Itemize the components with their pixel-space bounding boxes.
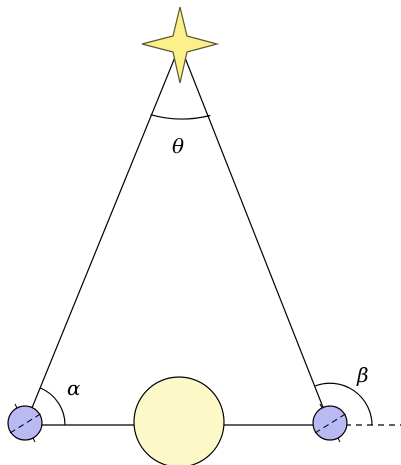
right-sight-line — [179, 44, 331, 426]
planet-left — [7, 403, 43, 443]
theta-label: θ — [172, 134, 184, 158]
planet-right-axis — [314, 412, 348, 434]
planet-right-tick-top — [319, 403, 323, 409]
planet-right-tick-bottom — [337, 437, 341, 443]
alpha-label: α — [67, 376, 81, 400]
planet-right — [312, 403, 348, 443]
planet-left-icon — [7, 405, 43, 441]
planet-left-axis — [9, 412, 43, 434]
planet-left-tick-top — [14, 403, 18, 409]
planet-right-icon — [312, 405, 348, 441]
alpha-angle-arc — [40, 387, 66, 426]
left-sight-line — [24, 44, 181, 426]
beta-angle-arc — [314, 382, 373, 426]
planet-left-tick-bottom — [32, 437, 36, 443]
beta-label: β — [356, 363, 369, 387]
theta-angle-arc — [150, 114, 211, 120]
star-icon — [141, 6, 220, 84]
sun-circle — [133, 376, 225, 465]
